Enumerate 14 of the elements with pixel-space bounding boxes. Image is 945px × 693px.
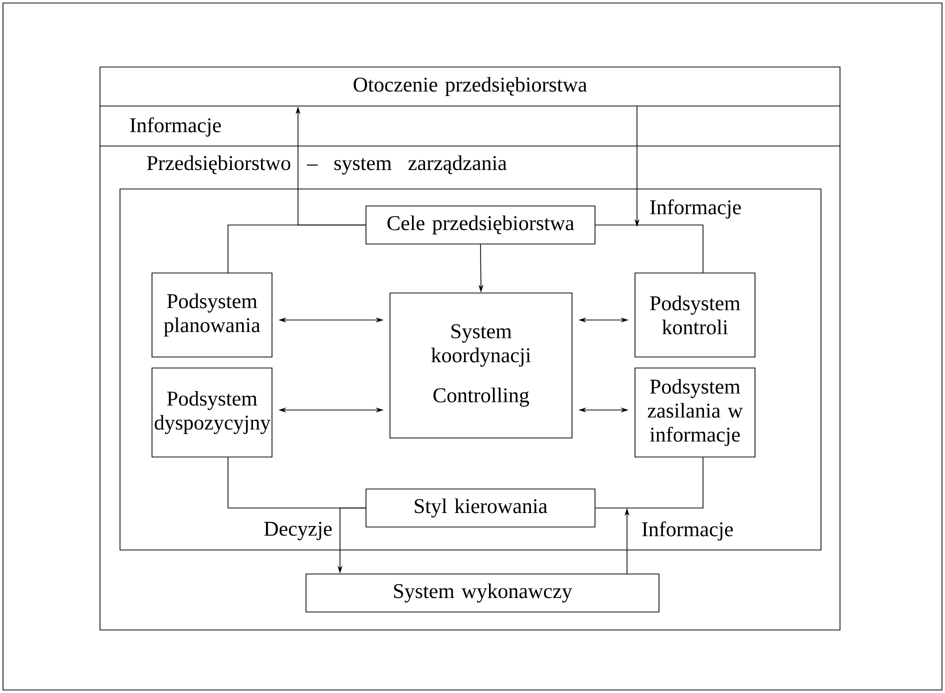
- process-box: Styl kierowania: [366, 488, 596, 528]
- management-system-box: [120, 188, 822, 550]
- process-box: Podsystem zasilania w informacje: [634, 368, 756, 458]
- environment-band: Otoczenie przedsiębiorstwa: [100, 66, 840, 106]
- process-box: Podsystem dyspozycyjny: [152, 368, 272, 458]
- process-box: Cele przedsiębiorstwa: [366, 206, 596, 244]
- process-box: Podsystem kontroli: [634, 272, 756, 358]
- edge-label: Informacje: [650, 199, 741, 219]
- process-box: System koordynacji Controlling: [390, 292, 572, 438]
- process-box: Podsystem planowania: [152, 272, 272, 358]
- edge-label: Informacje: [130, 117, 221, 137]
- edge-label: Informacje: [642, 521, 733, 541]
- edge-label: Decyzje: [264, 522, 332, 540]
- process-box: System wykonawczy: [306, 574, 660, 612]
